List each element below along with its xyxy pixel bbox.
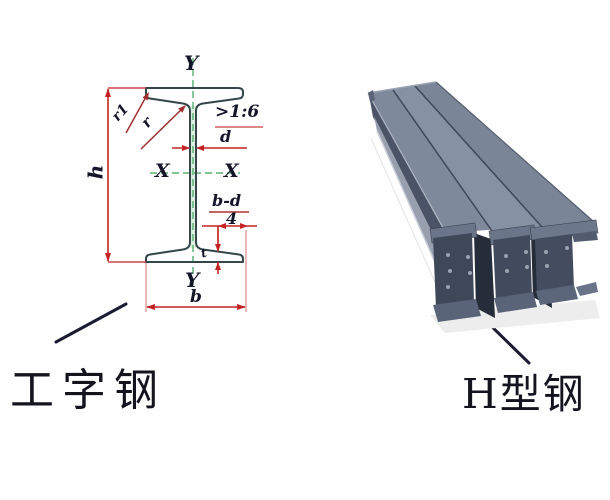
arrow-d-left xyxy=(182,145,190,151)
beam3-flange-overhang xyxy=(572,231,598,242)
beam2-web-face xyxy=(493,235,532,301)
far-end-cap xyxy=(368,90,375,102)
left-beam-bottom-flange xyxy=(374,116,453,303)
bolt-hole xyxy=(446,285,450,289)
arrow-b-right xyxy=(237,304,246,310)
arrow-d-right xyxy=(196,145,204,151)
deck-right-strip xyxy=(415,82,594,227)
arrow-r xyxy=(178,105,186,113)
arrow-bd4-left xyxy=(218,223,226,229)
arrow-b-left xyxy=(146,304,155,310)
bolt-hole xyxy=(468,271,472,275)
beam3-bottom-flange-end xyxy=(536,285,578,305)
beam2-bottom-flange-end xyxy=(494,292,537,313)
label-slope: >1:6 xyxy=(215,102,260,122)
leader-r xyxy=(140,106,185,150)
label-axis-y-bottom: Y xyxy=(185,268,200,292)
beam3-bottom-flange-tip xyxy=(576,282,598,296)
bolt-hole xyxy=(448,269,452,273)
deck-seam-1 xyxy=(392,89,493,232)
gap-shadow-1 xyxy=(474,233,495,318)
ibeam-web-tint xyxy=(190,106,196,248)
beam3-flange-end xyxy=(529,219,599,241)
arrow-h-bottom xyxy=(105,253,111,262)
label-axis-x-right: X xyxy=(224,160,239,182)
label-bd-denominator: 4 xyxy=(226,209,238,228)
deck-left-edge xyxy=(367,92,447,234)
label-d: d xyxy=(220,127,232,146)
hbeam-photo xyxy=(367,81,600,333)
deck-far-edge xyxy=(367,81,437,94)
caption-i-beam: 工字钢 xyxy=(10,365,166,416)
label-h: h xyxy=(83,164,108,180)
label-bd-numerator: b-d xyxy=(212,191,242,210)
bolt-hole xyxy=(505,269,509,273)
bolt-hole xyxy=(565,246,569,250)
arrow-h-top xyxy=(105,88,111,97)
bolt-hole xyxy=(544,250,548,254)
leader-r1 xyxy=(125,94,148,134)
left-beam-web-shadow xyxy=(369,95,449,268)
ibeam-outline xyxy=(145,87,244,263)
arrow-bd4-right xyxy=(240,223,248,229)
bolt-hole xyxy=(466,255,470,259)
bolt-hole xyxy=(504,254,508,258)
ibeam-drawing xyxy=(105,58,263,312)
arrow-r1 xyxy=(142,92,149,101)
bolt-hole xyxy=(446,253,450,257)
bolt-hole xyxy=(524,250,528,254)
arrow-t-up xyxy=(215,262,221,270)
deck-middle-strip xyxy=(393,86,542,231)
caption-h-beam: H型钢 xyxy=(462,370,586,418)
deck-seam-2 xyxy=(414,85,543,228)
deck-right-edge xyxy=(435,81,595,223)
label-b: b xyxy=(190,287,202,307)
bolt-hole xyxy=(525,265,529,269)
beam3-web-face xyxy=(535,234,574,294)
photo-shadow-left xyxy=(370,135,452,322)
label-axis-y-top: Y xyxy=(184,51,199,75)
beam1-bottom-flange-end xyxy=(433,299,481,322)
leader-line-left-caption xyxy=(54,302,128,344)
beam1-web-face xyxy=(433,233,474,308)
photo-shadow-near xyxy=(430,300,600,333)
arrow-t-down xyxy=(215,244,221,252)
label-axis-x-left: X xyxy=(155,160,170,182)
bolt-hole xyxy=(545,264,549,268)
